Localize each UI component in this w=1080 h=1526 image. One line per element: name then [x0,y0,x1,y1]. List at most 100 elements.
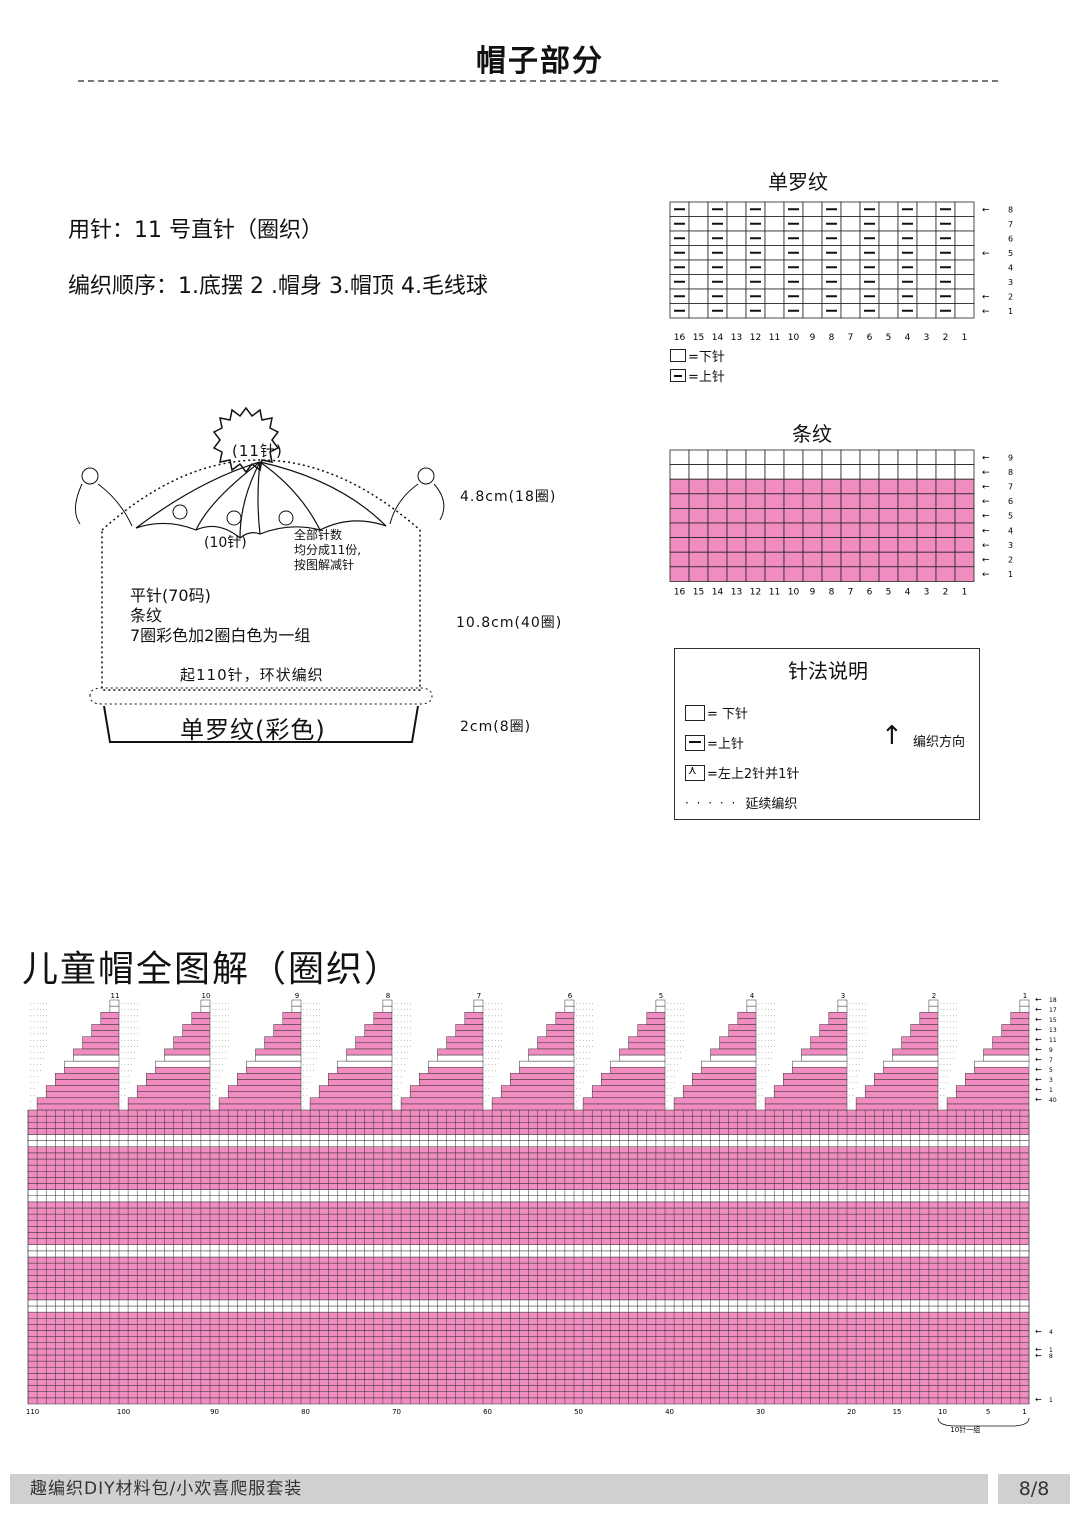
continue-dots: · [667,1099,669,1105]
crown-row [182,1030,211,1037]
continue-dots: · · · · · · [121,1007,139,1013]
crown-row [591,1091,666,1099]
crown-row [737,1011,757,1019]
crown-row [946,1103,1030,1111]
arrow-left-icon: ← [982,468,990,478]
rib-row-label: 3 [1008,278,1013,287]
stripe-cell [688,508,709,524]
continue-dots: · · · · · · [485,1001,503,1007]
crown-row [1019,1005,1030,1013]
crown-row [828,1018,848,1025]
stripe-cell [783,566,804,582]
crown-row-label: 18 [1049,997,1057,1004]
stripe-cell [859,522,880,539]
rib-cell [764,303,785,319]
rib-cell [878,230,899,246]
purl-symbol-icon [670,369,686,382]
continue-dots: · · [212,1087,217,1093]
stripe-cell [726,508,747,524]
stripe-cell [688,566,709,582]
continue-dots: · [758,1099,760,1105]
crown-row [455,1030,484,1037]
continue-dots: · · · [758,1074,766,1080]
crown-row [546,1024,575,1031]
crown-row [682,1085,757,1092]
stripe-cell [878,464,899,480]
stripe-cell [802,478,823,495]
rib-cell [764,245,785,261]
stripe-cell [802,537,823,553]
continue-dots: · · [121,1093,126,1099]
stripe-cell [707,508,728,524]
continue-dots: · · · · · [394,1056,409,1062]
continue-dots: · · · · · · [667,1044,685,1050]
stripe-cell [764,493,785,509]
continue-dots: · · · · [849,1068,861,1074]
rib-col-label: 13 [731,333,742,343]
crown-row [473,1005,484,1013]
stripe-cell [916,449,937,466]
continue-dots: · · · · [121,1068,133,1074]
crown-row [792,1060,848,1068]
arrow-left-icon: ← [982,541,990,551]
continue-dots: · · · [30,1081,38,1087]
crown-row [346,1054,393,1062]
continue-dots: · · · · · · [30,1013,48,1019]
crown-row [946,1097,1030,1105]
crown-row-label: 7 [1049,1057,1053,1064]
section-number: 4 [750,992,755,1000]
legend-purl: =上针 [685,733,744,752]
continue-dots: · · [940,1087,945,1093]
crown-row [710,1054,757,1062]
stripe-cell [935,449,956,466]
continue-dots: · [667,1105,669,1111]
stripe-cell [859,566,880,582]
continue-dots: · · · [121,1074,129,1080]
stripe-cell [764,508,785,524]
continue-dots: · · · · · · [303,1019,321,1025]
stripe-cell [878,508,899,524]
crown-row [719,1036,757,1044]
crown-row [218,1103,302,1111]
continue-dots: · · · · [485,1068,497,1074]
continue-dots: · · · · [849,1062,861,1068]
footer-page-number: 8/8 [998,1474,1070,1504]
rib-cell [878,303,899,319]
crown-row [901,1036,939,1044]
stripe-cell [669,464,690,480]
crown-row [610,1066,666,1074]
crown-row [855,1103,939,1111]
title-divider [78,80,998,82]
rib-cell [764,201,785,217]
rib-cell [840,230,861,246]
continue-dots: · [121,1099,123,1105]
continue-dots: · [758,1105,760,1111]
stripe-cell [821,464,842,480]
stripe-cell [840,522,861,539]
continue-dots: · · · · · · [485,1032,503,1038]
crown-row [883,1060,939,1068]
stripe-cell [935,522,956,539]
stripe-cell [859,478,880,495]
band-label: 单罗纹(彩色) [180,716,326,744]
continue-dots: · [303,1099,305,1105]
arrow-left-icon: ← [1035,1005,1042,1014]
arrow-left-icon: ← [1035,1055,1042,1064]
rib-cell [916,274,937,290]
stripe-cell [878,493,899,509]
continue-dots: · · · · [212,1068,224,1074]
stripe-cell [688,551,709,568]
rib-cell [764,230,785,246]
rib-row-label: 5 [1008,249,1013,258]
crown-row [437,1048,484,1056]
rib-cell [916,201,937,217]
stripe-cell [840,508,861,524]
stripe-row-label: 6 [1008,497,1013,506]
continue-dots: · [394,1105,396,1111]
continue-dots: · · · · · · [121,1019,139,1025]
stripe-cell [802,566,823,582]
continue-dots: · · [849,1093,854,1099]
crown-row [500,1085,575,1092]
crown-row [955,1091,1030,1099]
